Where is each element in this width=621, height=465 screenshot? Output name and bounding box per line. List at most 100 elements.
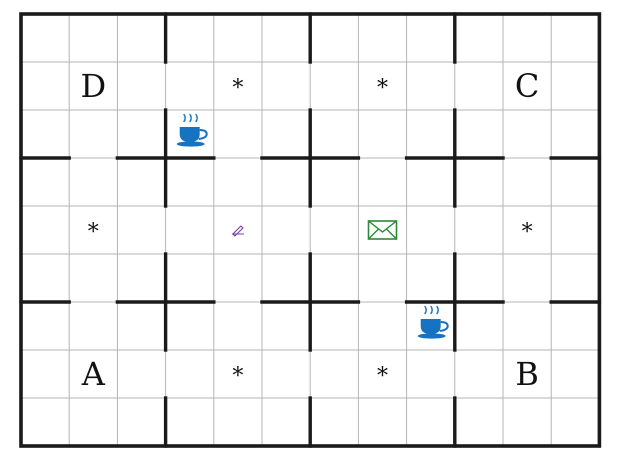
- board-cell-r9-c7[interactable]: [310, 398, 359, 446]
- board-cell-r3-c9[interactable]: [406, 110, 455, 158]
- board-cell-r2-c8[interactable]: [358, 62, 407, 110]
- board-cell-r9-c6[interactable]: [262, 398, 311, 446]
- board-cell-r8-c1[interactable]: [21, 350, 70, 398]
- board-cell-r2-c2[interactable]: [69, 62, 118, 110]
- board-cell-r2-c9[interactable]: [406, 62, 455, 110]
- board-cell-r6-c6[interactable]: [262, 254, 311, 302]
- board-cell-r3-c7[interactable]: [310, 110, 359, 158]
- board-cell-r5-c12[interactable]: [551, 206, 600, 254]
- board-cell-r8-c4[interactable]: [165, 350, 214, 398]
- board-cell-r9-c9[interactable]: [406, 398, 455, 446]
- board-cell-r5-c2[interactable]: [69, 206, 118, 254]
- board-cell-r5-c1[interactable]: [21, 206, 70, 254]
- board-cell-r9-c3[interactable]: [117, 398, 166, 446]
- board-cell-r5-c5[interactable]: [213, 206, 262, 254]
- board-cell-r7-c3[interactable]: [117, 302, 166, 350]
- board-cell-r6-c7[interactable]: [310, 254, 359, 302]
- board-cell-r1-c4[interactable]: [165, 14, 214, 62]
- board-cell-r4-c8[interactable]: [358, 158, 407, 206]
- board-cell-r8-c2[interactable]: [69, 350, 118, 398]
- board-cell-r4-c12[interactable]: [551, 158, 600, 206]
- board-cell-r5-c3[interactable]: [117, 206, 166, 254]
- board-cell-r3-c10[interactable]: [454, 110, 503, 158]
- board-cell-r3-c11[interactable]: [503, 110, 552, 158]
- board-cell-r4-c1[interactable]: [21, 158, 70, 206]
- board-cell-r7-c2[interactable]: [69, 302, 118, 350]
- board-cell-r8-c3[interactable]: [117, 350, 166, 398]
- board-cell-r2-c10[interactable]: [454, 62, 503, 110]
- board-cell-r2-c1[interactable]: [21, 62, 70, 110]
- board-cell-r8-c7[interactable]: [310, 350, 359, 398]
- board-cell-r2-c4[interactable]: [165, 62, 214, 110]
- board-cell-r6-c3[interactable]: [117, 254, 166, 302]
- board-cell-r6-c4[interactable]: [165, 254, 214, 302]
- board-cell-r3-c5[interactable]: [213, 110, 262, 158]
- board-cell-r6-c10[interactable]: [454, 254, 503, 302]
- board-cell-r2-c7[interactable]: [310, 62, 359, 110]
- board-cell-r4-c10[interactable]: [454, 158, 503, 206]
- board-cell-r6-c9[interactable]: [406, 254, 455, 302]
- board-cell-r7-c10[interactable]: [454, 302, 503, 350]
- board-cell-r5-c6[interactable]: [262, 206, 311, 254]
- board-cell-r1-c12[interactable]: [551, 14, 600, 62]
- board-cell-r4-c2[interactable]: [69, 158, 118, 206]
- board-cell-r4-c9[interactable]: [406, 158, 455, 206]
- board-cell-r3-c3[interactable]: [117, 110, 166, 158]
- board-cell-r7-c1[interactable]: [21, 302, 70, 350]
- board-cell-r9-c10[interactable]: [454, 398, 503, 446]
- board-cell-r7-c4[interactable]: [165, 302, 214, 350]
- board-cell-r3-c8[interactable]: [358, 110, 407, 158]
- board-cell-r5-c11[interactable]: [503, 206, 552, 254]
- board-cell-r7-c11[interactable]: [503, 302, 552, 350]
- board-cell-r2-c5[interactable]: [213, 62, 262, 110]
- board-cell-r4-c4[interactable]: [165, 158, 214, 206]
- board-cell-r2-c11[interactable]: [503, 62, 552, 110]
- board-cell-r1-c1[interactable]: [21, 14, 70, 62]
- board-cell-r7-c6[interactable]: [262, 302, 311, 350]
- board-cell-r8-c11[interactable]: [503, 350, 552, 398]
- board-cell-r9-c4[interactable]: [165, 398, 214, 446]
- board-cell-r9-c5[interactable]: [213, 398, 262, 446]
- board-cell-r1-c7[interactable]: [310, 14, 359, 62]
- board-cell-r2-c12[interactable]: [551, 62, 600, 110]
- board-cell-r7-c5[interactable]: [213, 302, 262, 350]
- board-cell-r6-c2[interactable]: [69, 254, 118, 302]
- board-cell-r2-c3[interactable]: [117, 62, 166, 110]
- board-cell-r3-c1[interactable]: [21, 110, 70, 158]
- board-cell-r5-c7[interactable]: [310, 206, 359, 254]
- board-cell-r6-c5[interactable]: [213, 254, 262, 302]
- board-cell-r5-c4[interactable]: [165, 206, 214, 254]
- board-cell-r6-c11[interactable]: [503, 254, 552, 302]
- board-cell-r1-c9[interactable]: [406, 14, 455, 62]
- board-cell-r9-c12[interactable]: [551, 398, 600, 446]
- board-cell-r7-c7[interactable]: [310, 302, 359, 350]
- board-cell-r8-c10[interactable]: [454, 350, 503, 398]
- board-cell-r3-c12[interactable]: [551, 110, 600, 158]
- board-cell-r6-c8[interactable]: [358, 254, 407, 302]
- board-cell-r8-c9[interactable]: [406, 350, 455, 398]
- board-cell-r5-c9[interactable]: [406, 206, 455, 254]
- board-cell-r1-c2[interactable]: [69, 14, 118, 62]
- board-cell-r1-c5[interactable]: [213, 14, 262, 62]
- board-cell-r9-c1[interactable]: [21, 398, 70, 446]
- board-cell-r7-c8[interactable]: [358, 302, 407, 350]
- board-cell-r1-c6[interactable]: [262, 14, 311, 62]
- board-cell-r8-c6[interactable]: [262, 350, 311, 398]
- board-cell-r3-c6[interactable]: [262, 110, 311, 158]
- board-cell-r1-c3[interactable]: [117, 14, 166, 62]
- board-cell-r6-c1[interactable]: [21, 254, 70, 302]
- board-cell-r1-c8[interactable]: [358, 14, 407, 62]
- board-cell-r1-c10[interactable]: [454, 14, 503, 62]
- board-cell-r6-c12[interactable]: [551, 254, 600, 302]
- board-cell-r4-c5[interactable]: [213, 158, 262, 206]
- board-cell-r9-c11[interactable]: [503, 398, 552, 446]
- board-cell-r9-c8[interactable]: [358, 398, 407, 446]
- board-cell-r9-c2[interactable]: [69, 398, 118, 446]
- board-cell-r4-c6[interactable]: [262, 158, 311, 206]
- board-cell-r1-c11[interactable]: [503, 14, 552, 62]
- board-cell-r3-c2[interactable]: [69, 110, 118, 158]
- board-cell-r8-c5[interactable]: [213, 350, 262, 398]
- board-cell-r2-c6[interactable]: [262, 62, 311, 110]
- board-cell-r4-c11[interactable]: [503, 158, 552, 206]
- board-cell-r4-c7[interactable]: [310, 158, 359, 206]
